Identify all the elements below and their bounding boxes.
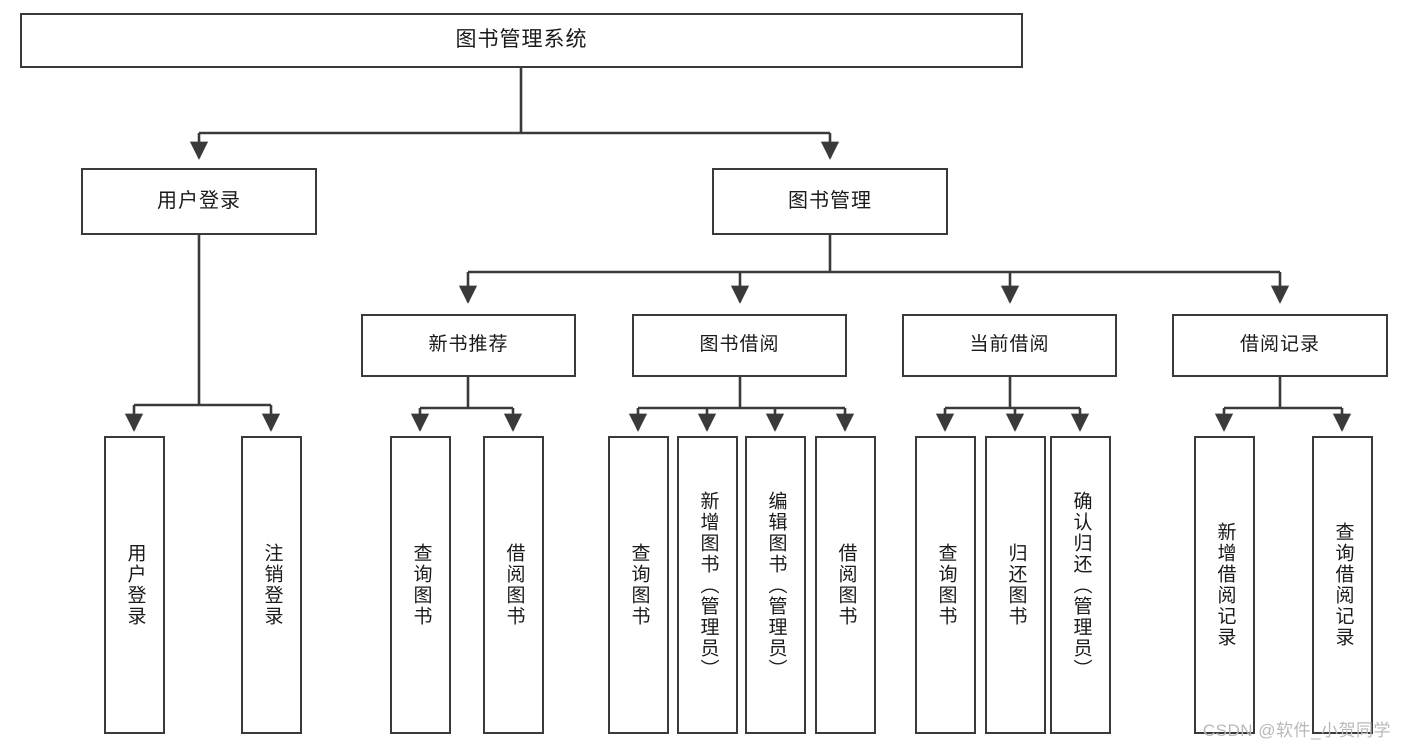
node-leaf-query-book-2[interactable]: 查询图书	[608, 436, 669, 734]
node-current-borrow[interactable]: 当前借阅	[902, 314, 1117, 377]
node-label: 图书借阅	[699, 334, 780, 356]
node-leaf-return-book[interactable]: 归还图书	[985, 436, 1046, 734]
node-book-manage[interactable]: 图书管理	[712, 168, 948, 235]
node-label: 图书管理系统	[455, 28, 588, 52]
node-label: 查询图书	[628, 543, 650, 627]
node-label: 新增图书（管理员）	[697, 490, 719, 680]
node-label: 借阅记录	[1239, 334, 1320, 356]
node-leaf-query-record[interactable]: 查询借阅记录	[1312, 436, 1373, 734]
node-borrow-record[interactable]: 借阅记录	[1172, 314, 1388, 377]
node-leaf-logout[interactable]: 注销登录	[241, 436, 302, 734]
node-leaf-add-book[interactable]: 新增图书（管理员）	[677, 436, 738, 734]
node-leaf-add-record[interactable]: 新增借阅记录	[1194, 436, 1255, 734]
node-leaf-borrow-book-1[interactable]: 借阅图书	[483, 436, 544, 734]
node-label: 新书推荐	[428, 334, 509, 356]
node-label: 新增借阅记录	[1214, 522, 1236, 648]
node-leaf-query-book-3[interactable]: 查询图书	[915, 436, 976, 734]
node-leaf-confirm-return[interactable]: 确认归还（管理员）	[1050, 436, 1111, 734]
node-label: 借阅图书	[835, 543, 857, 627]
node-label: 归还图书	[1005, 543, 1027, 627]
node-label: 图书管理	[788, 189, 872, 212]
node-new-book-rec[interactable]: 新书推荐	[361, 314, 576, 377]
node-leaf-borrow-book-2[interactable]: 借阅图书	[815, 436, 876, 734]
node-label: 用户登录	[157, 189, 241, 212]
node-user-login[interactable]: 用户登录	[81, 168, 317, 235]
node-label: 查询借阅记录	[1332, 522, 1354, 648]
node-label: 查询图书	[410, 543, 432, 627]
node-leaf-query-book-1[interactable]: 查询图书	[390, 436, 451, 734]
node-label: 借阅图书	[503, 543, 525, 627]
node-label: 查询图书	[935, 543, 957, 627]
node-label: 编辑图书（管理员）	[765, 490, 787, 680]
watermark: CSDN @软件_小贺同学	[1202, 721, 1391, 740]
node-leaf-user-login[interactable]: 用户登录	[104, 436, 165, 734]
node-root-system[interactable]: 图书管理系统	[20, 13, 1023, 68]
node-leaf-edit-book[interactable]: 编辑图书（管理员）	[745, 436, 806, 734]
node-book-borrow[interactable]: 图书借阅	[632, 314, 847, 377]
node-label: 用户登录	[124, 543, 146, 627]
node-label: 当前借阅	[969, 334, 1050, 356]
node-label: 注销登录	[261, 543, 283, 627]
node-label: 确认归还（管理员）	[1070, 490, 1092, 680]
